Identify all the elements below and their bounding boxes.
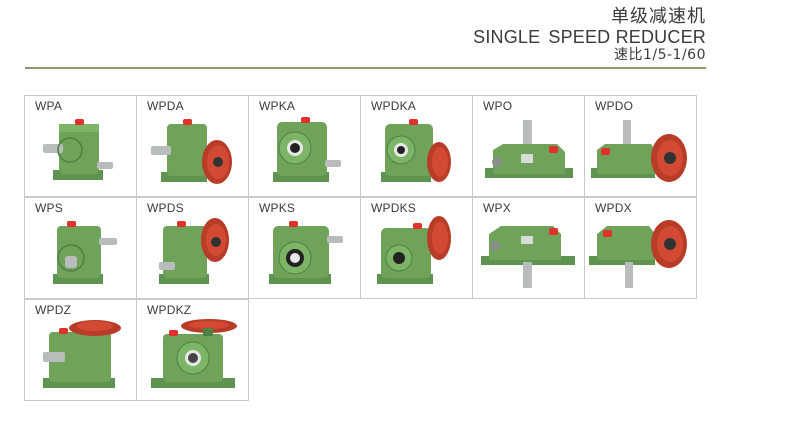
product-label: WPKA [259, 99, 296, 113]
gear-reducer-vertical-down-flange-icon [589, 220, 687, 288]
title-chinese: 单级减速机 [611, 6, 706, 27]
product-label: WPDA [147, 99, 184, 113]
gear-reducer-side-input-icon [53, 221, 117, 284]
product-cell-wpdo[interactable]: WPDO [584, 95, 697, 197]
product-cell-wpdz[interactable]: WPDZ [24, 299, 137, 401]
product-cell-wps[interactable]: WPS [24, 197, 137, 299]
product-label: WPX [483, 201, 511, 215]
product-row: WPDZ WPDKZ [24, 299, 705, 401]
product-cell-wpa[interactable]: WPA [24, 95, 137, 197]
product-cell-wpka[interactable]: WPKA [248, 95, 361, 197]
product-grid: WPA WPDA WPKA [24, 95, 705, 401]
product-label: WPDX [595, 201, 632, 215]
product-cell-wpdx[interactable]: WPDX [584, 197, 697, 299]
product-label: WPDZ [35, 303, 72, 317]
gear-reducer-hollow-top-flange-icon [151, 319, 237, 388]
gear-reducer-vertical-up-flange-icon [591, 120, 687, 182]
gear-reducer-hollow-shaft-icon [273, 117, 341, 182]
product-cell-wpdkz[interactable]: WPDKZ [136, 299, 249, 401]
product-label: WPS [35, 201, 63, 215]
product-cell-wpo[interactable]: WPO [472, 95, 585, 197]
product-label: WPDKA [371, 99, 417, 113]
product-label: WPDKS [371, 201, 417, 215]
gear-reducer-hollow-side-flange-icon [377, 216, 451, 284]
gear-reducer-top-flange-icon [43, 320, 121, 388]
header-divider [25, 67, 706, 69]
product-label: WPDKZ [147, 303, 192, 317]
product-cell-wpda[interactable]: WPDA [136, 95, 249, 197]
product-cell-wpks[interactable]: WPKS [248, 197, 361, 299]
product-label: WPDO [595, 99, 634, 113]
product-row: WPS WPDS WPKS [24, 197, 705, 299]
gear-reducer-vertical-down-icon [481, 226, 575, 288]
product-cell-wpx[interactable]: WPX [472, 197, 585, 299]
gear-reducer-vertical-up-icon [485, 120, 573, 178]
product-cell-wpdks[interactable]: WPDKS [360, 197, 473, 299]
product-row: WPA WPDA WPKA [24, 95, 705, 197]
product-cell-wpdka[interactable]: WPDKA [360, 95, 473, 197]
gear-reducer-hollow-side-icon [269, 221, 343, 284]
product-label: WPO [483, 99, 513, 113]
speed-ratio: 速比1/5-1/60 [613, 47, 706, 63]
product-cell-wpds[interactable]: WPDS [136, 197, 249, 299]
gear-reducer-side-flange-icon [159, 218, 229, 284]
product-label: WPA [35, 99, 63, 113]
product-label: WPKS [259, 201, 296, 215]
product-label: WPDS [147, 201, 184, 215]
gear-reducer-horizontal-input-icon [43, 119, 113, 180]
gear-reducer-motor-flange-icon [151, 119, 232, 184]
gear-reducer-hollow-shaft-flange-icon [381, 119, 451, 182]
